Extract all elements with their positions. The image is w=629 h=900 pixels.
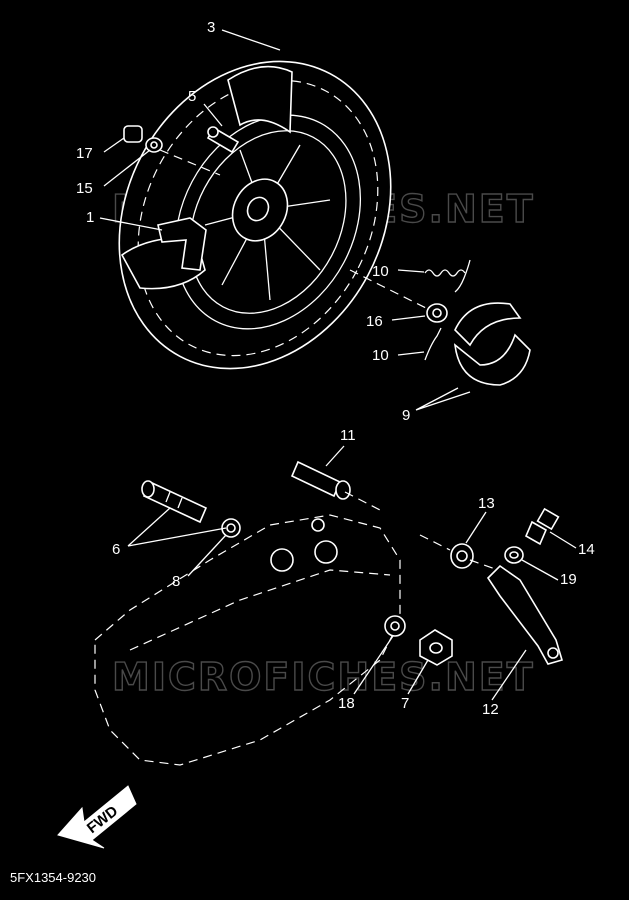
leader-lines — [99, 29, 577, 701]
brake-shoe-upper — [454, 302, 522, 347]
callout-18: 18 — [338, 695, 355, 712]
spring-10-top — [424, 269, 466, 277]
tire-cutaway-top — [227, 65, 293, 134]
wheel-rim — [174, 114, 362, 330]
callout-3: 3 — [207, 19, 215, 36]
bolt-14 — [524, 507, 560, 546]
callout-7: 7 — [401, 695, 409, 712]
callout-13: 13 — [478, 495, 495, 512]
callout-11: 11 — [340, 427, 356, 444]
brake-shoe-lower — [453, 333, 531, 386]
callout-16: 16 — [366, 313, 383, 330]
callout-15: 15 — [76, 180, 93, 197]
callout-9: 9 — [402, 407, 410, 424]
callout-6: 6 — [112, 541, 120, 558]
arm-12 — [486, 564, 563, 665]
rear-arm-case — [94, 514, 401, 766]
callout-1: 1 — [86, 209, 94, 226]
axle-shaft-11 — [290, 460, 351, 500]
valve — [206, 126, 240, 154]
fwd-arrow: FWD — [57, 785, 137, 849]
callout-14: 14 — [578, 541, 595, 558]
callout-10-top: 10 — [372, 263, 389, 280]
callout-12: 12 — [482, 701, 499, 718]
callout-19: 19 — [560, 571, 577, 588]
diagram-code: 5FX1354-9230 — [10, 870, 96, 885]
watermark-bottom: MICROFICHES.NET — [112, 655, 535, 699]
collar-1 — [157, 217, 207, 271]
callout-5: 5 — [188, 88, 196, 105]
nut-17 — [123, 125, 143, 143]
callout-8: 8 — [172, 573, 180, 590]
callout-10-bottom: 10 — [372, 347, 389, 364]
spring-10-bottom — [424, 327, 442, 361]
callout-17: 17 — [76, 145, 93, 162]
callout-labels: 3 5 17 15 1 10 16 10 9 11 6 8 13 14 19 1… — [76, 19, 595, 718]
stud-bolt-6 — [141, 480, 208, 524]
